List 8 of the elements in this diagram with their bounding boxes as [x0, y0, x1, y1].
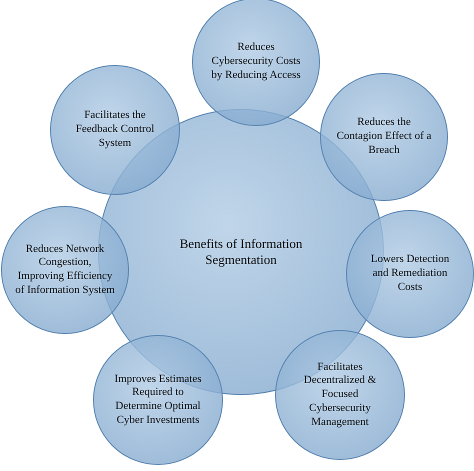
circle-label: Facilitates the Feedback Control System — [74, 109, 156, 151]
circle-label: Improves Estimates Required to Determine Optimal Cyber Investments — [113, 372, 203, 428]
circle-label: Lowers Detection and Remediation Costs — [370, 253, 450, 295]
circle-label: Facilitates Decentralized & Focused Cybersecurity Management — [302, 360, 378, 430]
circle-label: Reduces Network Congestion, Improving Efficiency of Information System — [15, 242, 115, 298]
circle-label: Benefits of Information Segmentation — [178, 236, 304, 268]
circle-label: Reduces Cybersecurity Costs by Reducing Access — [210, 41, 302, 83]
circle-label: Reduces the Contagion Effect of a Breach — [336, 116, 432, 158]
